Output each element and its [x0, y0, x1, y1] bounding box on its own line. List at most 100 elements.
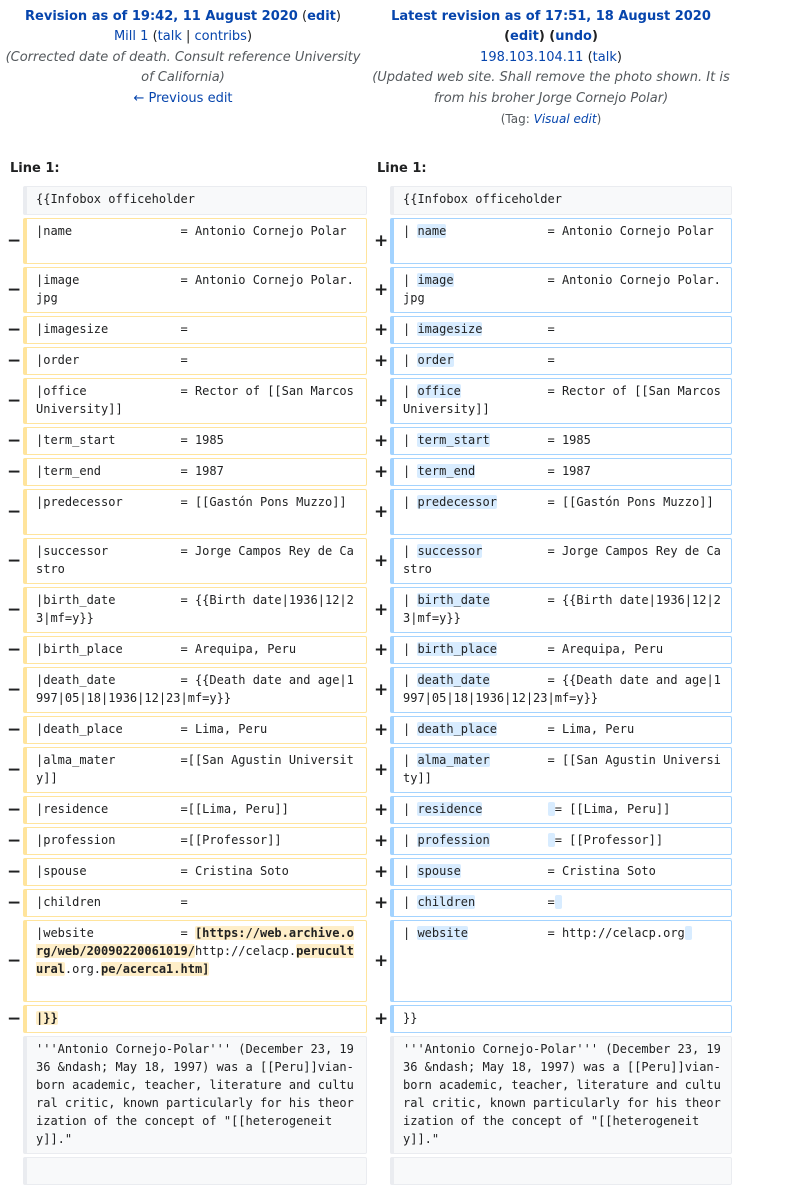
- unchanged-text: = Cristina Soto: [460, 864, 656, 878]
- deleted-line: |imagesize =: [23, 316, 367, 344]
- added-line: | imagesize =: [390, 316, 732, 344]
- added-line: | term_start = 1985: [390, 427, 732, 455]
- diff-row: −+|birth_place = Arequipa, Peru| birth_p…: [0, 636, 804, 664]
- deleted-line: |website = [https://web.archive.org/web/…: [23, 920, 367, 1002]
- context-line-left: '''Antonio Cornejo-Polar''' (December 23…: [23, 1036, 367, 1154]
- diff-row: −+|}}}}: [0, 1005, 804, 1033]
- minus-icon: −: [7, 640, 22, 660]
- deleted-line: |profession =[[Professor]]: [23, 827, 367, 855]
- inserted-text: spouse: [417, 864, 461, 878]
- minus-icon: −: [7, 320, 22, 340]
- new-revision-user-link[interactable]: 198.103.104.11: [480, 49, 584, 65]
- unchanged-text: |: [403, 544, 418, 558]
- minus-icon: −: [7, 431, 22, 451]
- plus-icon: +: [374, 431, 389, 451]
- diff-row: −+|image = Antonio Cornejo Polar.jpg| im…: [0, 267, 804, 313]
- plus-icon: +: [374, 280, 389, 300]
- unchanged-text: |: [403, 864, 418, 878]
- inserted-text: birth_place: [417, 642, 497, 656]
- diff-row: −+|term_end = 1987| term_end = 1987: [0, 458, 804, 486]
- unchanged-text: |: [403, 895, 418, 909]
- new-revision-edit-link[interactable]: edit: [510, 29, 539, 45]
- context-line-left: [23, 1157, 367, 1185]
- new-revision-link[interactable]: Latest revision as of 17:51, 18 August 2…: [391, 9, 711, 24]
- deleted-line: |office = Rector of [[San Marcos Univers…: [23, 378, 367, 424]
- plus-icon: +: [374, 351, 389, 371]
- deleted-line: |term_end = 1987: [23, 458, 367, 486]
- added-line: | residence = [[Lima, Peru]]: [390, 796, 732, 824]
- inserted-text: birth_date: [417, 593, 490, 607]
- added-line: | image = Antonio Cornejo Polar.jpg: [390, 267, 732, 313]
- inserted-text: predecessor: [417, 495, 497, 509]
- unchanged-text: = {{Birth date|1936|12|23|mf=y}}: [403, 593, 721, 625]
- diff-row: '''Antonio Cornejo-Polar''' (December 23…: [0, 1036, 804, 1154]
- unchanged-text: |: [403, 224, 418, 238]
- unchanged-text: = {{Death date and age|1997|05|18|1936|1…: [403, 673, 721, 705]
- minus-icon: −: [7, 551, 22, 571]
- deleted-line: |term_start = 1985: [23, 427, 367, 455]
- old-revision-talk-link[interactable]: talk: [157, 29, 182, 45]
- unchanged-text: = Antonio Cornejo Polar.jpg: [403, 273, 721, 305]
- minus-icon: −: [7, 760, 22, 780]
- old-revision-link[interactable]: Revision as of 19:42, 11 August 2020: [25, 9, 298, 24]
- deleted-line: |birth_date = {{Birth date|1936|12|23|mf…: [23, 587, 367, 633]
- context-line-right: [390, 1157, 732, 1185]
- diff-row: [0, 1157, 804, 1185]
- unchanged-text: =: [482, 322, 555, 336]
- diff-table: {{Infobox officeholder{{Infobox officeho…: [0, 186, 804, 1188]
- added-line: }}: [390, 1005, 732, 1033]
- unchanged-text: |: [403, 433, 418, 447]
- diff-row: −+|death_date = {{Death date and age|199…: [0, 667, 804, 713]
- inserted-text: [547, 833, 555, 847]
- unchanged-text: |: [403, 273, 418, 287]
- plus-icon: +: [374, 831, 389, 851]
- diff-row: − + |term_start = 1985 | term_start = 1985: [0, 427, 804, 455]
- visual-edit-tag-link[interactable]: Visual edit: [533, 112, 597, 127]
- old-revision-header: Revision as of 19:42, 11 August 2020 (ed…: [0, 7, 366, 109]
- diff-row: −+|residence =[[Lima, Peru]]| residence …: [0, 796, 804, 824]
- unchanged-text: = [[Lima, Peru]]: [554, 802, 671, 816]
- inserted-text: children: [417, 895, 476, 909]
- diff-row: −+|website = [https://web.archive.org/we…: [0, 920, 804, 1002]
- deleted-line: |successor = Jorge Campos Rey de Castro: [23, 538, 367, 584]
- new-revision-header: Latest revision as of 17:51, 18 August 2…: [368, 7, 734, 129]
- inserted-text: term_start: [417, 433, 490, 447]
- minus-icon: −: [7, 462, 22, 482]
- old-revision-contribs-link[interactable]: contribs: [194, 29, 247, 45]
- deleted-line: |predecessor = [[Gastón Pons Muzzo]]: [23, 489, 367, 535]
- inserted-text: death_date: [417, 673, 490, 687]
- added-line: | birth_date = {{Birth date|1936|12|23|m…: [390, 587, 732, 633]
- deleted-line: |children =: [23, 889, 367, 917]
- old-revision-user-link[interactable]: Mill 1: [113, 29, 149, 45]
- unchanged-text: = Lima, Peru: [496, 722, 635, 736]
- unchanged-text: = http://celacp.org: [468, 926, 685, 940]
- old-revision-edit-link[interactable]: edit: [307, 9, 336, 24]
- deleted-line: |alma_mater =[[San Agustin University]]: [23, 747, 367, 793]
- undo-link[interactable]: undo: [555, 29, 592, 45]
- new-revision-talk-link[interactable]: talk: [592, 49, 617, 65]
- minus-icon: −: [7, 600, 22, 620]
- inserted-text: order: [417, 353, 454, 367]
- inserted-text: profession: [417, 833, 490, 847]
- added-line: | order =: [390, 347, 732, 375]
- minus-icon: −: [7, 862, 22, 882]
- unchanged-text: = [[Gastón Pons Muzzo]]: [496, 495, 714, 509]
- revision-tag: (Tag: Visual edit): [500, 112, 602, 127]
- previous-edit-link[interactable]: ← Previous edit: [133, 90, 233, 106]
- unchanged-text: .org.: [64, 962, 102, 976]
- inserted-text: imagesize: [417, 322, 483, 336]
- diff-row: −+|spouse = Cristina Soto| spouse = Cris…: [0, 858, 804, 886]
- plus-icon: +: [374, 551, 389, 571]
- deleted-text: pe/acerca1.htm]: [101, 962, 210, 976]
- unchanged-text: = Jorge Campos Rey de Castro: [403, 544, 721, 576]
- unchanged-text: [490, 833, 548, 847]
- unchanged-text: |: [403, 722, 418, 736]
- diff-row: −+|alma_mater =[[San Agustin University]…: [0, 747, 804, 793]
- deleted-line: |name = Antonio Cornejo Polar: [23, 218, 367, 264]
- added-line: | profession = [[Professor]]: [390, 827, 732, 855]
- unchanged-text: |: [403, 673, 418, 687]
- minus-icon: −: [7, 680, 22, 700]
- added-line: | name = Antonio Cornejo Polar: [390, 218, 732, 264]
- inserted-text: alma_mater: [417, 753, 490, 767]
- unchanged-text: |: [403, 353, 418, 367]
